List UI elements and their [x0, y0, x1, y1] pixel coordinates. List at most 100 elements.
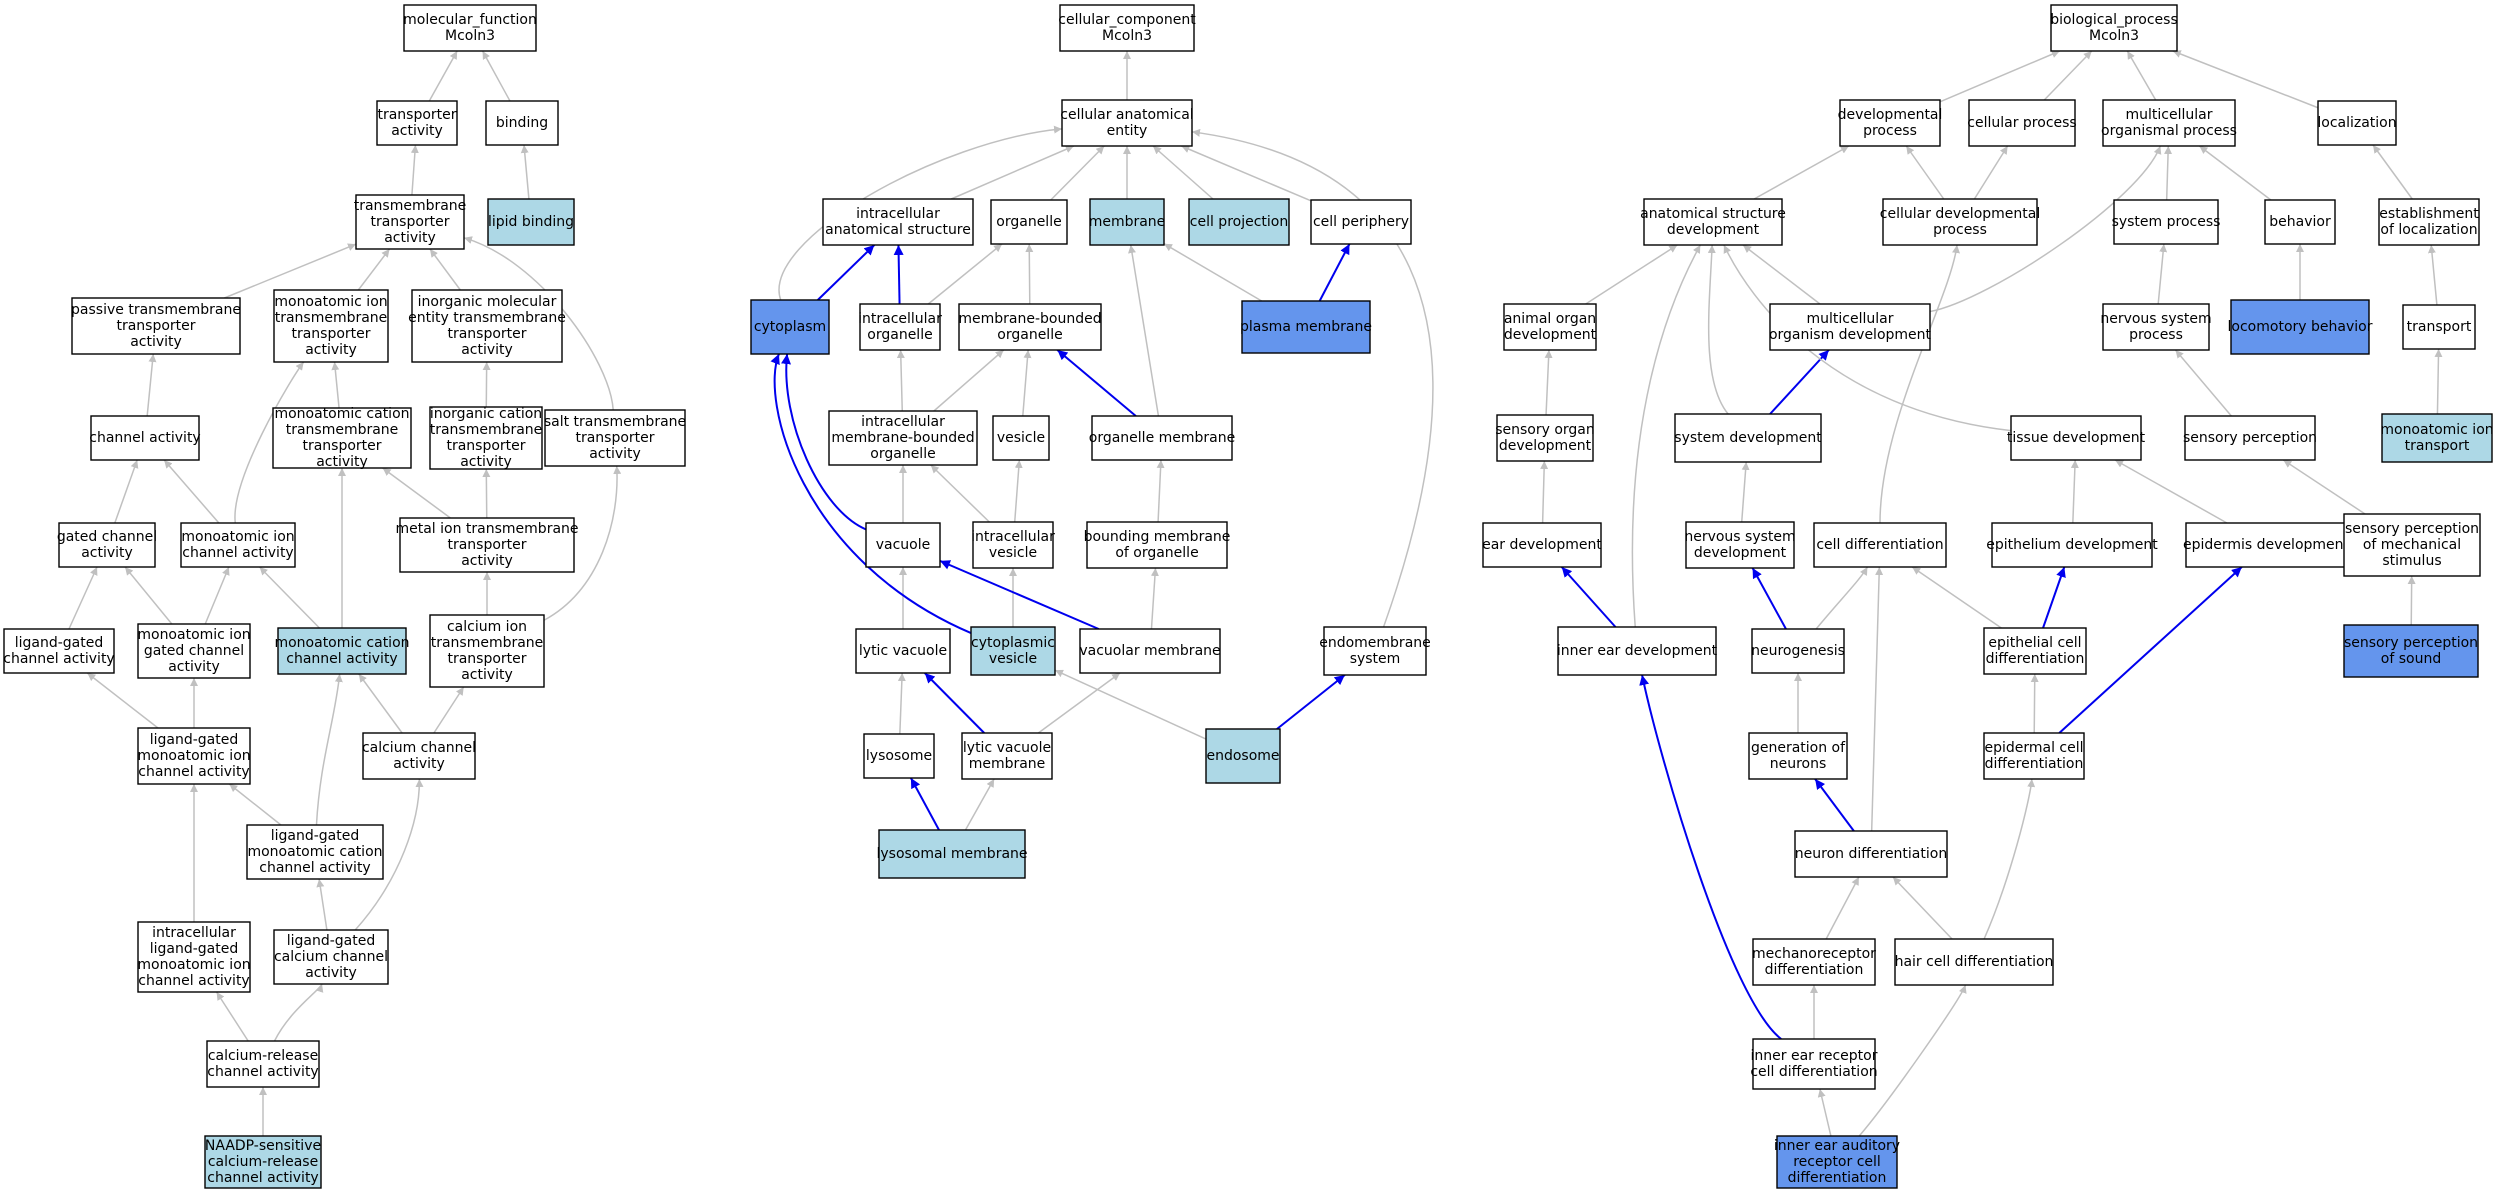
go-term-node-mem[interactable]: membrane	[1089, 199, 1166, 245]
go-term-node-eard[interactable]: ear development	[1482, 523, 1602, 567]
go-term-node-cper[interactable]: cell periphery	[1311, 200, 1411, 244]
go-term-node-calta[interactable]: calcium iontransmembranetransporteractiv…	[430, 615, 544, 687]
go-term-node-beh[interactable]: behavior	[2265, 200, 2335, 244]
node-label-line: activity	[130, 334, 182, 350]
go-term-node-icta[interactable]: inorganic cationtransmembranetransporter…	[430, 406, 543, 470]
go-term-node-celld[interactable]: cell differentiation	[1814, 523, 1946, 567]
go-term-node-bind[interactable]: binding	[486, 101, 558, 145]
go-term-node-orgmem[interactable]: organelle membrane	[1089, 416, 1235, 460]
go-term-node-endos[interactable]: endosome	[1206, 729, 1280, 783]
go-term-node-neurog[interactable]: neurogenesis	[1751, 629, 1845, 673]
go-term-node-metal[interactable]: metal ion transmembranetransporteractivi…	[395, 518, 578, 572]
edge-pm-to-mem	[1164, 244, 1262, 301]
node-label-line: lytic vacuole	[859, 643, 947, 659]
go-term-node-vac[interactable]: vacuole	[866, 523, 940, 567]
go-term-node-lysm[interactable]: lysosomal membrane	[876, 830, 1027, 878]
edge-hcd-to-ecdd	[1984, 779, 2032, 939]
node-label-line: epithelial cell	[1988, 635, 2081, 651]
go-term-node-epid[interactable]: epidermis development	[2183, 523, 2350, 567]
go-term-node-cellp[interactable]: cellular process	[1967, 100, 2076, 146]
go-term-node-ied[interactable]: inner ear development	[1557, 627, 1718, 675]
node-label-line: Mcoln3	[1102, 28, 1152, 44]
go-term-node-sysd[interactable]: system development	[1674, 414, 1822, 462]
go-term-node-hcd[interactable]: hair cell differentiation	[1895, 939, 2054, 985]
go-term-node-nd[interactable]: neuron differentiation	[1795, 831, 1947, 877]
go-term-node-chan[interactable]: channel activity	[89, 416, 200, 460]
go-term-node-sysp[interactable]: system process	[2112, 200, 2221, 244]
go-term-node-epd[interactable]: epithelium development	[1986, 523, 2158, 567]
go-term-node-trans[interactable]: transport	[2403, 305, 2475, 349]
go-term-node-cproj[interactable]: cell projection	[1189, 199, 1289, 245]
node-label-line: intracellular	[152, 925, 236, 941]
go-term-node-org[interactable]: organelle	[991, 200, 1067, 244]
go-term-node-lyso[interactable]: lysosome	[864, 734, 934, 778]
go-term-node-lvac[interactable]: lytic vacuole	[856, 629, 950, 673]
edge-cproj-to-cae	[1153, 146, 1213, 199]
go-term-node-tisd[interactable]: tissue development	[2007, 416, 2146, 460]
go-term-node-mctta[interactable]: monoatomic cationtransmembranetransporte…	[273, 406, 411, 470]
go-term-node-loc[interactable]: localization	[2317, 101, 2396, 145]
node-label-line: channel activity	[259, 860, 370, 876]
go-term-node-lipid[interactable]: lipid binding	[488, 199, 574, 245]
go-term-node-mitta[interactable]: monoatomic iontransmembranetransporterac…	[274, 290, 388, 362]
go-term-node-locb[interactable]: locomotory behavior	[2228, 300, 2373, 354]
go-term-node-sper[interactable]: sensory perception	[2183, 416, 2317, 460]
go-term-node-pm[interactable]: plasma membrane	[1240, 301, 1372, 353]
go-term-node-ves[interactable]: vesicle	[993, 416, 1049, 460]
go-term-node-vmem[interactable]: vacuolar membrane	[1079, 629, 1220, 673]
go-term-node-cyto[interactable]: cytoplasm	[751, 300, 829, 354]
node-label-line: nervous system	[1684, 529, 1795, 545]
node-label-line: sensory perception	[2344, 635, 2478, 651]
edge-ecdd-to-ecd	[2034, 674, 2035, 733]
